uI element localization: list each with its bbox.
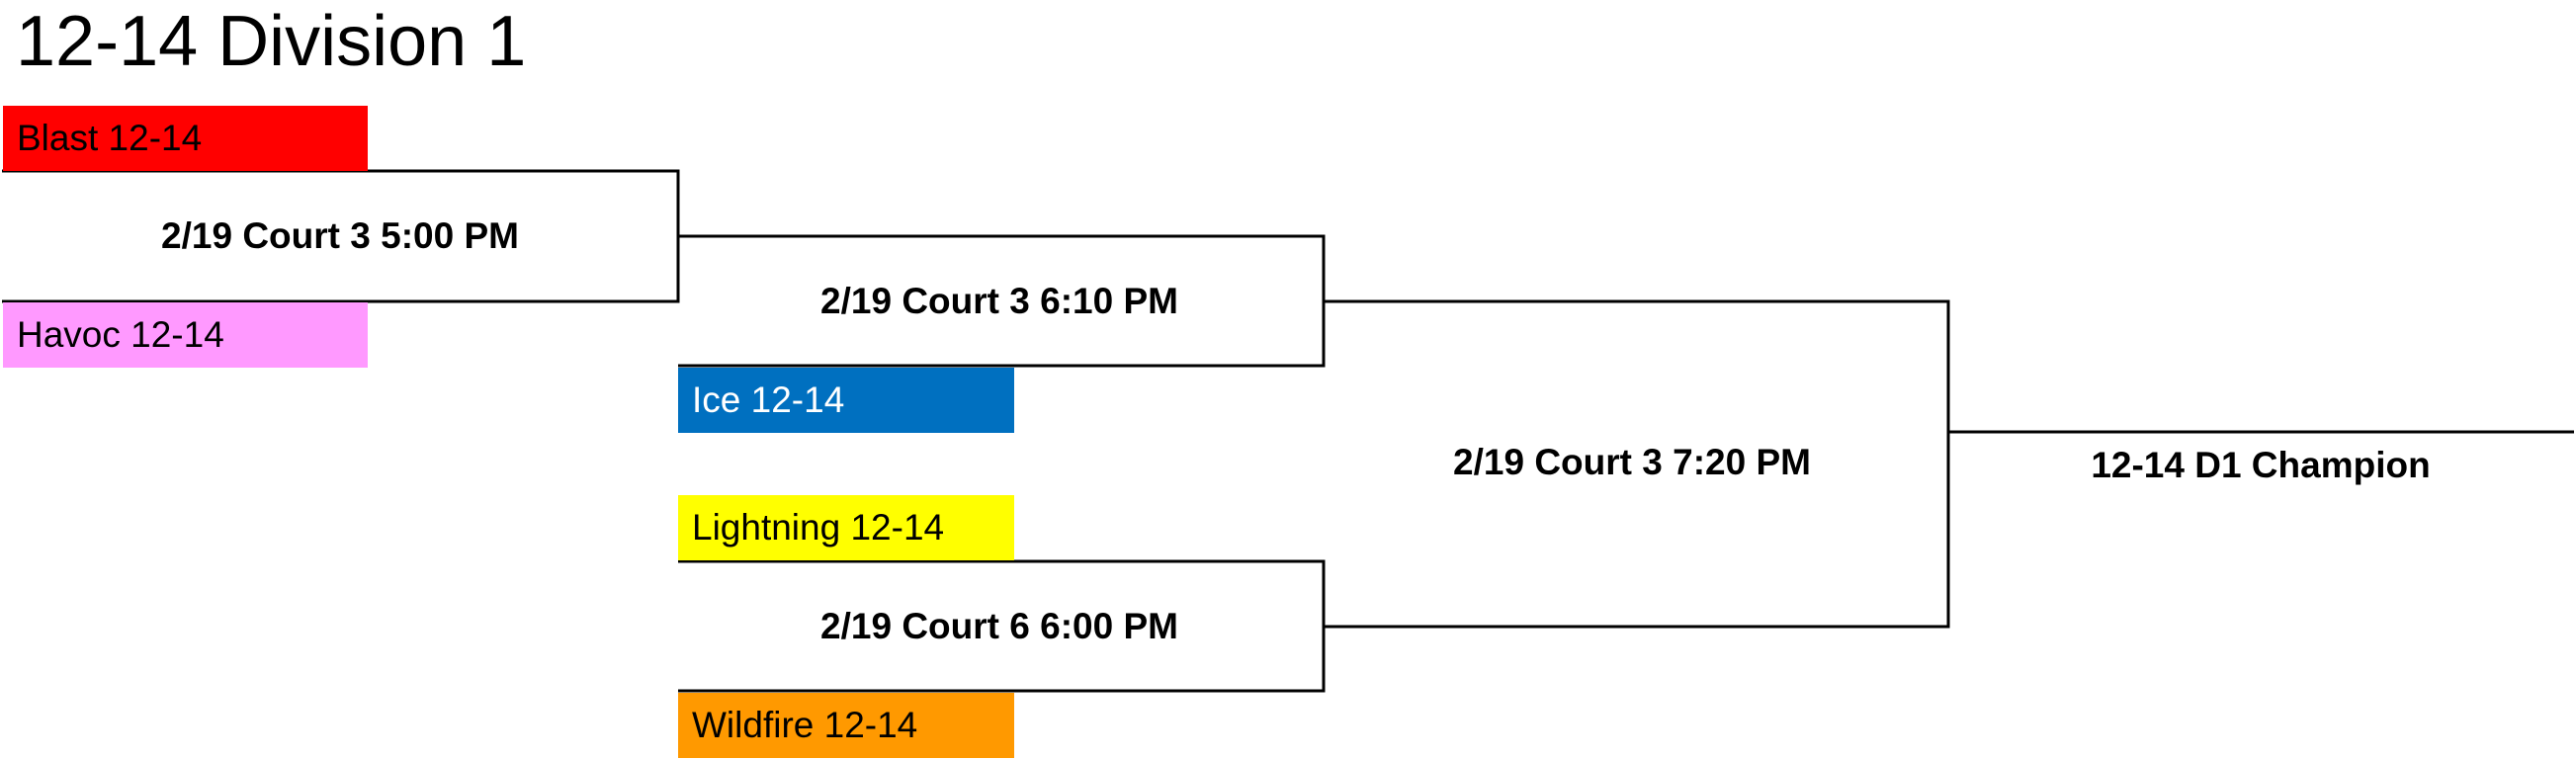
bracket-line-final: [1324, 299, 1950, 629]
team-name: Blast 12-14: [17, 118, 203, 158]
team-slot-ice: Ice 12-14: [678, 368, 1014, 433]
match-label-semi-top: 2/19 Court 3 6:10 PM: [820, 281, 1178, 321]
match-label-round1: 2/19 Court 3 5:00 PM: [161, 215, 519, 256]
team-name: Havoc 12-14: [17, 314, 224, 355]
team-slot-wildfire: Wildfire 12-14: [678, 693, 1014, 758]
team-slot-havoc: Havoc 12-14: [3, 302, 368, 368]
team-name: Lightning 12-14: [692, 507, 945, 548]
team-slot-blast: Blast 12-14: [3, 106, 368, 171]
page-title: 12-14 Division 1: [16, 2, 527, 81]
team-name: Ice 12-14: [692, 380, 845, 420]
team-name: Wildfire 12-14: [692, 705, 918, 745]
match-label-semi-bottom: 2/19 Court 6 6:00 PM: [820, 606, 1178, 646]
team-slot-lightning: Lightning 12-14: [678, 495, 1014, 560]
champion-label: 12-14 D1 Champion: [2091, 445, 2431, 485]
match-label-final: 2/19 Court 3 7:20 PM: [1453, 442, 1811, 482]
